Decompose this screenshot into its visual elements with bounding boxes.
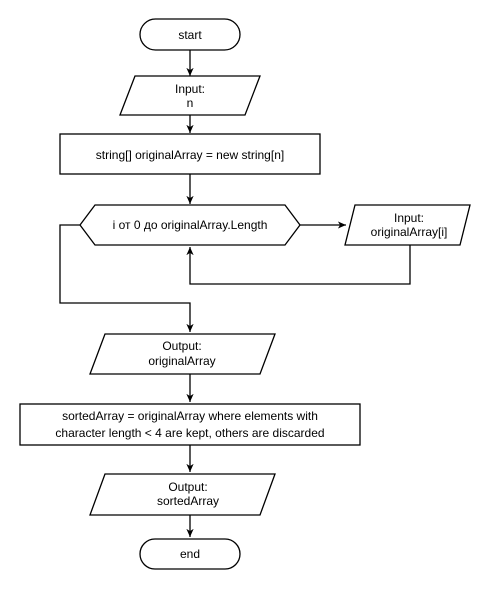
filter-label-line1: sortedArray = originalArray where elemen… [62, 409, 318, 423]
start-terminator-shape [139, 18, 241, 51]
init-array-shape [59, 133, 321, 175]
init-array-label: string[] originalArray = new string[n] [96, 148, 284, 162]
output-original-label-line2: originalArray [148, 354, 215, 368]
output-original-node: Output: originalArray [89, 333, 276, 375]
input-elem-node: Input: originalArray[i] [344, 204, 471, 246]
init-array-node: string[] originalArray = new string[n] [59, 133, 321, 175]
input-elem-label-line1: Input: [394, 211, 424, 225]
filter-node: sortedArray = originalArray where elemen… [19, 403, 361, 446]
input-n-label-line1: Input: [175, 82, 205, 96]
output-original-shape [89, 333, 276, 375]
output-sorted-shape [89, 473, 276, 516]
input-n-node: Input: n [119, 75, 261, 116]
input-n-label-line2: n [187, 96, 194, 110]
start-node: start [139, 18, 241, 51]
filter-shape [19, 403, 361, 446]
output-sorted-label-line2: sortedArray [157, 494, 219, 508]
output-original-label-line1: Output: [162, 339, 201, 353]
loop-node: i от 0 до originalArray.Length [79, 204, 301, 246]
loop-label: i от 0 до originalArray.Length [113, 218, 268, 232]
output-sorted-label-line1: Output: [168, 480, 207, 494]
start-label: start [178, 28, 202, 42]
loop-shape [79, 204, 301, 246]
input-elem-label-line2: originalArray[i] [371, 225, 448, 239]
input-elem-shape [344, 204, 471, 246]
end-node: end [139, 538, 241, 570]
edge-input-elem-back-to-loop [186, 245, 411, 285]
input-n-shape [119, 75, 261, 116]
output-sorted-node: Output: sortedArray [89, 473, 276, 516]
filter-label-line2: character length < 4 are kept, others ar… [55, 426, 324, 440]
end-label: end [180, 547, 200, 561]
end-terminator-shape [139, 538, 241, 570]
edge-loop-exit-to-output [59, 224, 194, 332]
